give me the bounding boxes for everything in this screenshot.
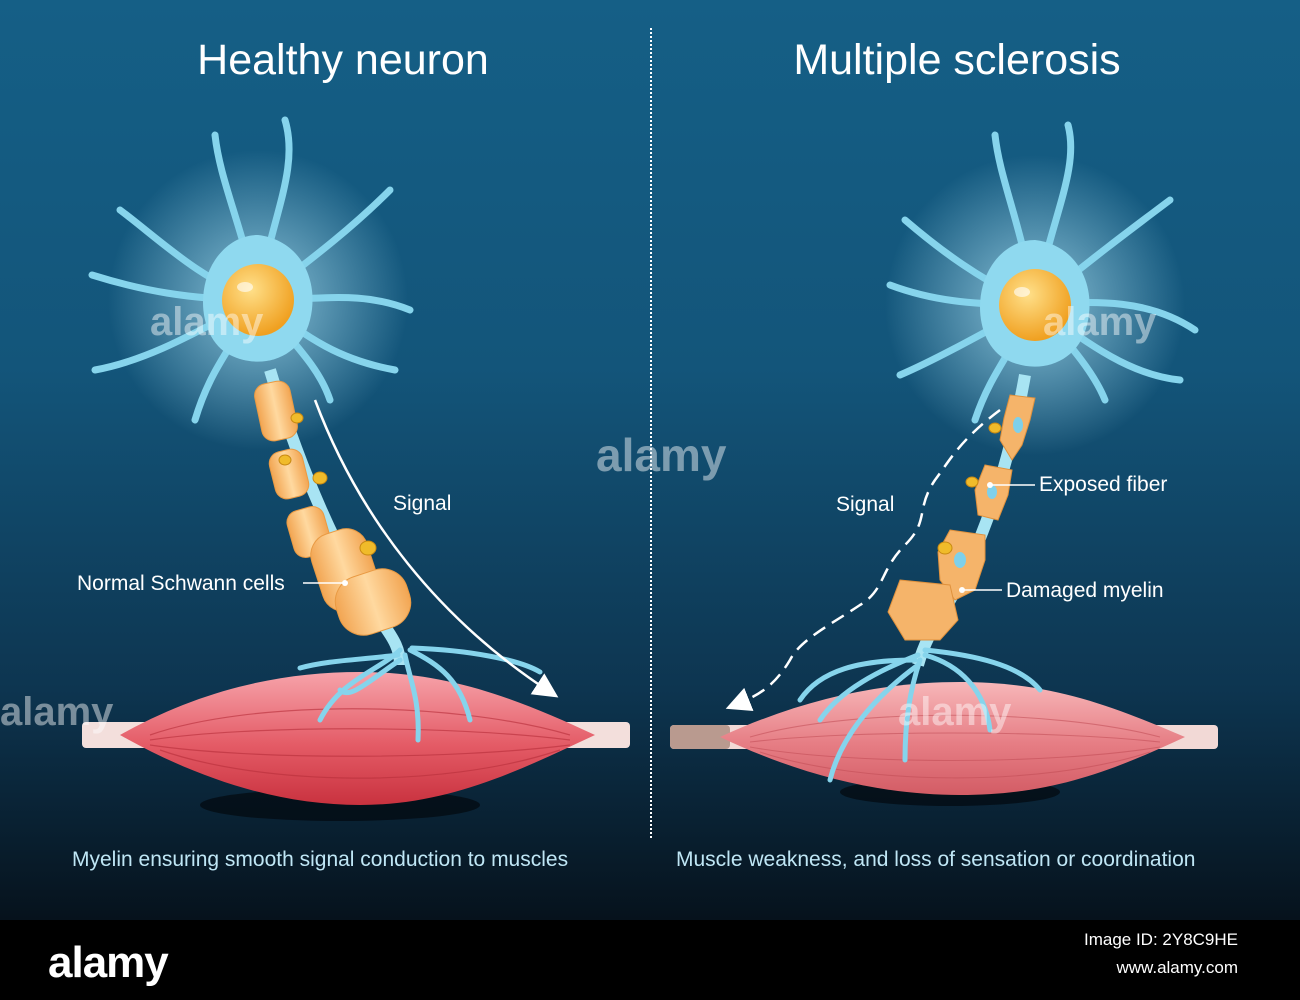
healthy-neuron: [82, 116, 630, 821]
healthy-muscle: [120, 672, 595, 805]
ms-signal-arrow: [725, 409, 1001, 712]
ms-caption: Muscle weakness, and loss of sensation o…: [676, 848, 1196, 871]
diagram-background: Healthy neuron Multiple sclerosis Signal…: [0, 0, 1300, 920]
healthy-title: Healthy neuron: [197, 36, 489, 84]
damaged-myelin-label: Damaged myelin: [1006, 579, 1164, 602]
watermark: alamy: [898, 690, 1012, 734]
healthy-signal-arrow: [313, 399, 559, 698]
ms-signal-label: Signal: [836, 493, 895, 516]
ms-neuron: [670, 121, 1218, 806]
healthy-caption: Myelin ensuring smooth signal conduction…: [72, 848, 569, 871]
ms-nucleus: [999, 269, 1071, 341]
watermark: alamy: [1043, 300, 1157, 344]
diagram-artwork: [82, 116, 1218, 821]
healthy-nucleus: [222, 264, 294, 336]
damaged-myelin-segment: [887, 579, 959, 641]
brand-logo: alamy: [48, 938, 169, 987]
panel-divider: [650, 28, 652, 838]
watermark: alamy: [596, 429, 727, 481]
site-url: www.alamy.com: [1116, 958, 1238, 977]
footer-bar: [0, 920, 1300, 1000]
healthy-signal-label: Signal: [393, 492, 452, 515]
exposed-fiber-label: Exposed fiber: [1039, 473, 1168, 496]
normal-schwann-label: Normal Schwann cells: [77, 572, 285, 595]
ms-title: Multiple sclerosis: [793, 36, 1121, 84]
image-id: Image ID: 2Y8C9HE: [1083, 930, 1238, 949]
healthy-schwann-cell: [334, 568, 412, 636]
watermark: alamy: [0, 690, 114, 734]
watermark: alamy: [150, 300, 264, 344]
